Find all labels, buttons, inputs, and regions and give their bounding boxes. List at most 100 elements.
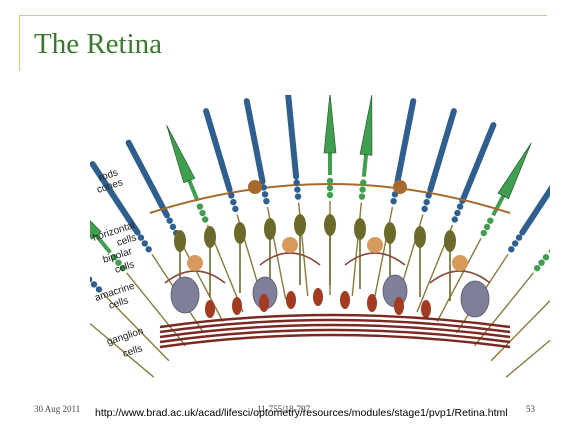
cone-cell xyxy=(324,95,336,153)
cone-cell xyxy=(498,143,531,199)
photoreceptor-nucleus xyxy=(360,179,366,185)
small-ganglion-cell xyxy=(421,300,431,318)
slide-title: The Retina xyxy=(34,28,162,61)
photoreceptor-nucleus xyxy=(197,203,203,209)
photoreceptor-nucleus xyxy=(166,217,172,223)
photoreceptor-nucleus xyxy=(512,240,518,246)
photoreceptor-nucleus xyxy=(421,206,427,212)
title-top-rule xyxy=(19,15,547,16)
photoreceptor-nucleus xyxy=(145,246,151,252)
photoreceptor-nucleus xyxy=(228,192,234,198)
bipolar-cell xyxy=(204,226,216,248)
amacrine-process xyxy=(345,253,405,265)
photoreceptor-nucleus xyxy=(294,186,300,192)
horizontal-cell-body xyxy=(248,180,262,194)
photoreceptor-nucleus xyxy=(359,186,365,192)
rod-cell xyxy=(206,111,230,190)
bipolar-cell xyxy=(294,214,306,236)
photoreceptor-nucleus xyxy=(142,240,148,246)
photoreceptor-nucleus xyxy=(487,217,493,223)
footer-page-number: 53 xyxy=(526,404,535,414)
photoreceptor-nucleus xyxy=(202,216,208,222)
cone-cell xyxy=(167,125,195,183)
photoreceptor-nucleus xyxy=(295,193,301,199)
photoreceptor-nucleus xyxy=(263,198,269,204)
photoreceptor-nucleus xyxy=(199,210,205,216)
small-ganglion-cell xyxy=(286,291,296,309)
photoreceptor-nucleus xyxy=(293,179,299,185)
amacrine-cell xyxy=(367,237,383,253)
photoreceptor-nucleus xyxy=(359,193,365,199)
title-left-rule xyxy=(19,15,20,71)
rod-cell xyxy=(462,125,493,201)
photoreceptor-nucleus xyxy=(262,191,268,197)
photoreceptor-nucleus xyxy=(534,265,540,271)
rod-cell xyxy=(129,143,167,216)
photoreceptor-nucleus xyxy=(390,198,396,204)
receptor-fiber xyxy=(491,294,550,361)
photoreceptor-nucleus xyxy=(484,224,490,230)
ganglion-cell xyxy=(171,277,199,313)
photoreceptor-nucleus xyxy=(327,178,333,184)
small-ganglion-cell xyxy=(313,288,323,306)
photoreceptor-nucleus xyxy=(508,246,514,252)
photoreceptor-nucleus xyxy=(538,259,544,265)
receptor-fiber xyxy=(90,317,154,377)
photoreceptor-nucleus xyxy=(232,206,238,212)
photoreceptor-nucleus xyxy=(423,199,429,205)
small-ganglion-cell xyxy=(340,291,350,309)
rod-cell xyxy=(522,164,550,233)
rod-cell xyxy=(397,101,413,181)
amacrine-process xyxy=(165,271,225,283)
bipolar-cell xyxy=(264,218,276,240)
photoreceptor-nucleus xyxy=(452,216,458,222)
rod-cell xyxy=(247,101,263,181)
amacrine-cell xyxy=(187,255,203,271)
rod-cell xyxy=(430,111,454,190)
photoreceptor-nucleus xyxy=(454,210,460,216)
small-ganglion-cell xyxy=(367,294,377,312)
label-ganglion-cells: cells xyxy=(122,343,144,360)
small-ganglion-cell xyxy=(205,300,215,318)
bipolar-cell xyxy=(444,230,456,252)
small-ganglion-cell xyxy=(394,297,404,315)
retina-diagram: rods cones horizontal cells bipolar cell… xyxy=(90,95,550,395)
amacrine-cell xyxy=(452,255,468,271)
cone-segment xyxy=(493,196,503,215)
photoreceptor-nucleus xyxy=(327,185,333,191)
bipolar-cell xyxy=(234,222,246,244)
photoreceptor-nucleus xyxy=(170,224,176,230)
bipolar-cell xyxy=(414,226,426,248)
bipolar-cell xyxy=(384,222,396,244)
neural-fibers xyxy=(90,184,550,377)
amacrine-cell xyxy=(282,237,298,253)
small-ganglion-cell xyxy=(232,297,242,315)
photoreceptor-nucleus xyxy=(91,281,97,287)
photoreceptor-nucleus xyxy=(425,192,431,198)
bipolar-cell xyxy=(354,218,366,240)
cone-segment xyxy=(364,155,366,177)
small-ganglion-cell xyxy=(259,294,269,312)
photoreceptor-layer xyxy=(90,95,550,300)
amacrine-process xyxy=(260,253,320,265)
optic-nerve-fibers xyxy=(160,315,510,347)
bipolar-cell xyxy=(324,214,336,236)
horizontal-cell-body xyxy=(393,180,407,194)
photoreceptor-nucleus xyxy=(327,192,333,198)
photoreceptor-nucleus xyxy=(543,254,549,260)
receptor-fiber xyxy=(506,317,550,377)
photoreceptor-nucleus xyxy=(138,234,144,240)
source-url[interactable]: http://www.brad.ac.uk/acad/lifesci/optom… xyxy=(95,407,508,419)
cone-cell xyxy=(360,95,372,155)
rod-cell xyxy=(288,95,296,177)
bipolar-cell xyxy=(174,230,186,252)
photoreceptor-nucleus xyxy=(90,276,92,282)
photoreceptor-nucleus xyxy=(457,203,463,209)
photoreceptor-nucleus xyxy=(516,234,522,240)
photoreceptor-nucleus xyxy=(481,230,487,236)
cone-segment xyxy=(189,181,197,201)
photoreceptor-nucleus xyxy=(230,199,236,205)
footer-date: 30 Aug 2011 xyxy=(34,404,80,414)
ganglion-cell xyxy=(461,281,489,317)
